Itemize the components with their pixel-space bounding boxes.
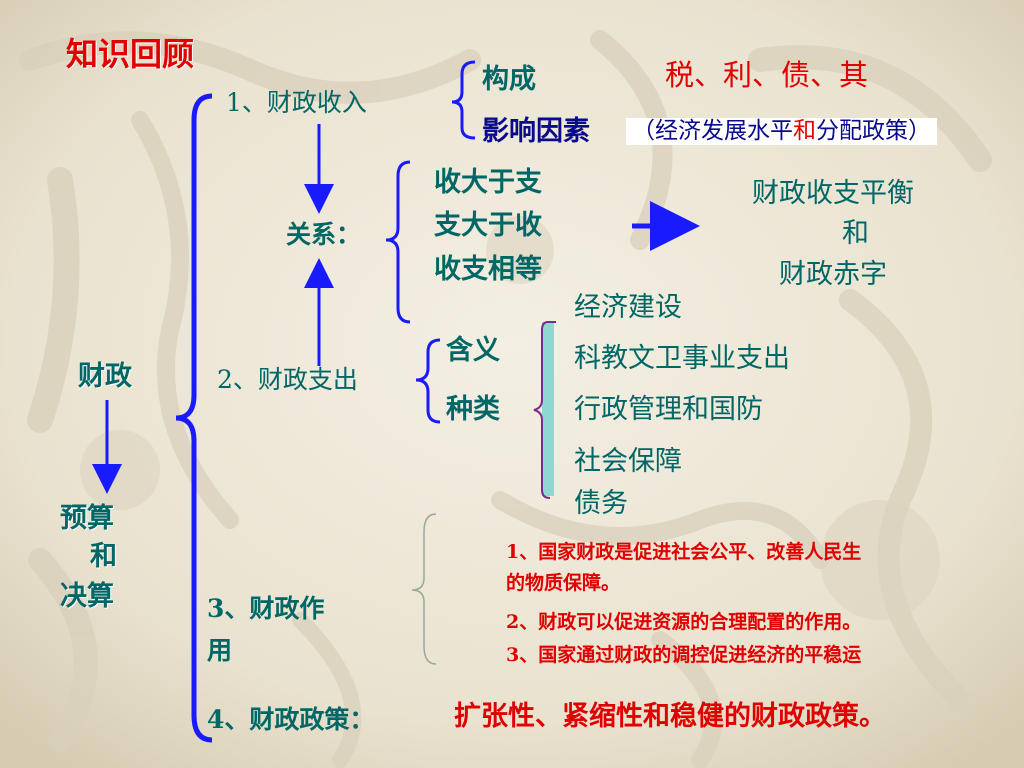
budget-node-line2: 和: [90, 541, 117, 572]
expenditure-types: 种类: [446, 394, 500, 425]
expenditure-type-2: 科教文卫事业支出: [574, 343, 790, 374]
expenditure-heading: 2、财政支出: [217, 365, 358, 394]
root-node-finance: 财政: [78, 361, 132, 392]
expenditure-meaning: 含义: [446, 335, 500, 366]
relation-case-2: 支大于收: [434, 210, 542, 241]
role-heading-line2: 用: [207, 636, 233, 665]
relation-case-1: 收大于支: [434, 167, 542, 198]
role-point-1-cont: 的物质保障。: [506, 572, 621, 594]
expenditure-type-5: 债务: [574, 488, 628, 519]
policy-heading: 4、财政政策：: [207, 705, 375, 734]
income-brace: [451, 60, 476, 140]
income-factors-box: （经济发展水平和分配政策）: [626, 118, 937, 145]
relation-result-1: 财政收支平衡: [752, 178, 914, 209]
relation-label: 关系：: [286, 220, 362, 249]
expenditure-type-3: 行政管理和国防: [574, 394, 763, 425]
role-brace: [411, 513, 437, 665]
income-heading: 1、财政收入: [226, 88, 367, 117]
main-brace: [175, 93, 213, 743]
expenditure-type-4: 社会保障: [574, 446, 682, 477]
income-factors-close: 分配政策）: [816, 118, 931, 144]
income-factors-open: （经济发展水平: [632, 118, 793, 144]
role-heading-line1: 3、财政作: [207, 594, 325, 623]
expenditure-type-1: 经济建设: [574, 292, 682, 323]
relation-brace: [385, 160, 411, 324]
expenditure-brace: [415, 338, 441, 424]
income-composition-label: 构成: [482, 64, 536, 95]
income-factors-and: 和: [793, 118, 816, 144]
income-factors-label: 影响因素: [482, 116, 590, 147]
role-point-3: 3、国家通过财政的调控促进经济的平稳运: [506, 644, 862, 666]
role-point-2: 2、财政可以促进资源的合理配置的作用。: [506, 611, 862, 633]
types-bracket-fill: [542, 322, 554, 496]
types-brace: [533, 321, 556, 499]
role-point-1: 1、国家财政是促进社会公平、改善人民生: [506, 541, 862, 563]
page-title: 知识回顾: [66, 35, 195, 73]
policy-types: 扩张性、紧缩性和稳健的财政政策。: [454, 701, 886, 732]
relation-case-3: 收支相等: [434, 254, 542, 285]
income-composition-items: 税、利、债、其: [665, 58, 869, 92]
budget-node-line1: 预算: [60, 503, 114, 534]
budget-node-line3: 决算: [60, 581, 114, 612]
relation-result-2: 和: [842, 218, 869, 249]
relation-result-3: 财政赤字: [779, 259, 887, 290]
